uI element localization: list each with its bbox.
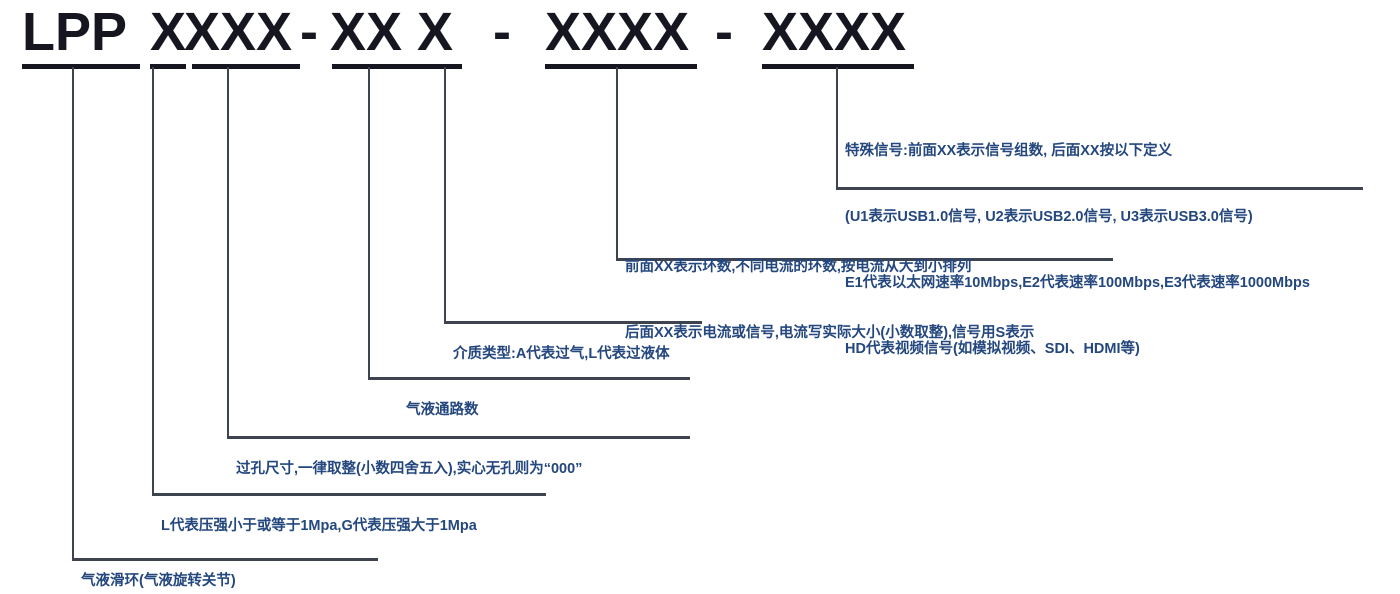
annotation-product-type: 气液滑环(气液旋转关节) — [81, 526, 236, 594]
annotation-channel-count: 气液通路数 — [406, 355, 479, 465]
annotation-hole-size: 过孔尺寸,一律取整(小数四舍五入),实心无孔则为“000” — [236, 414, 582, 524]
underline-pressure — [150, 64, 186, 69]
annotation-channel-count-line-1: 气液通路数 — [406, 402, 479, 418]
code-segment-channel-medium: XX X — [330, 2, 454, 62]
annotation-pressure-class-line-1: L代表压强小于或等于1Mpa,G代表压强大于1Mpa — [161, 518, 477, 534]
annotation-power-ring-line-2: 后面XX表示电流或信号,电流写实际大小(小数取整),信号用S表示 — [625, 325, 1035, 341]
code-segment-hole-size: XXX — [184, 2, 293, 62]
code-dash-2: - — [493, 2, 511, 62]
leader-hline-power — [616, 258, 1113, 261]
code-dash-1: - — [300, 2, 318, 62]
annotation-special-signal-line-1: 特殊信号:前面XX表示信号组数, 后面XX按以下定义 — [845, 143, 1173, 159]
annotation-medium-type: 介质类型:A代表过气,L代表过液体 — [453, 299, 670, 409]
annotation-product-type-line-1: 气液滑环(气液旋转关节) — [81, 573, 236, 589]
model-code-string: LPP X XXX - XX X - XXXX - XXXX — [0, 0, 1400, 72]
code-dash-3: - — [715, 2, 733, 62]
leader-vline-hole — [227, 67, 229, 438]
leader-vline-medium — [444, 67, 446, 323]
annotation-special-signal-line-4: HD代表视频信号(如模拟视频、SDI、HDMI等) — [845, 341, 1140, 357]
underline-power — [545, 64, 697, 69]
underline-lpp — [22, 64, 140, 69]
leader-vline-signal — [836, 67, 838, 189]
leader-vline-channel — [368, 67, 370, 379]
underline-signal — [762, 64, 914, 69]
code-segment-pressure: X — [150, 2, 187, 62]
leader-hline-channel — [368, 377, 690, 380]
annotation-hole-size-line-1: 过孔尺寸,一律取整(小数四舍五入),实心无孔则为“000” — [236, 461, 583, 477]
code-segment-signal: XXXX — [762, 2, 907, 62]
leader-hline-signal — [836, 187, 1363, 190]
annotation-power-ring: 前面XX表示环数,不同电流的环数,按电流从大到小排列 后面XX表示电流或信号,电… — [625, 212, 1034, 388]
annotation-special-signal-line-3: E1代表以太网速率10Mbps,E2代表速率100Mbps,E3代表速率1000… — [845, 275, 1310, 291]
underline-hole-size — [192, 64, 300, 69]
underline-channel-medium — [332, 64, 462, 69]
leader-vline-product — [72, 67, 74, 560]
code-segment-power: XXXX — [545, 2, 690, 62]
leader-vline-power — [616, 67, 618, 260]
annotation-special-signal-line-2: (U1表示USB1.0信号, U2表示USB2.0信号, U3表示USB3.0信… — [845, 209, 1253, 225]
annotation-pressure-class: L代表压强小于或等于1Mpa,G代表压强大于1Mpa — [161, 471, 477, 581]
annotation-power-ring-line-1: 前面XX表示环数,不同电流的环数,按电流从大到小排列 — [625, 259, 972, 275]
leader-hline-medium — [444, 321, 702, 324]
leader-hline-pressure — [152, 493, 546, 496]
leader-hline-hole — [227, 436, 690, 439]
annotation-medium-type-line-1: 介质类型:A代表过气,L代表过液体 — [453, 346, 670, 362]
code-segment-lpp: LPP — [22, 2, 128, 62]
leader-hline-product — [72, 558, 378, 561]
leader-vline-pressure — [152, 67, 154, 495]
annotation-special-signal: 特殊信号:前面XX表示信号组数, 后面XX按以下定义 (U1表示USB1.0信号… — [845, 96, 1310, 404]
